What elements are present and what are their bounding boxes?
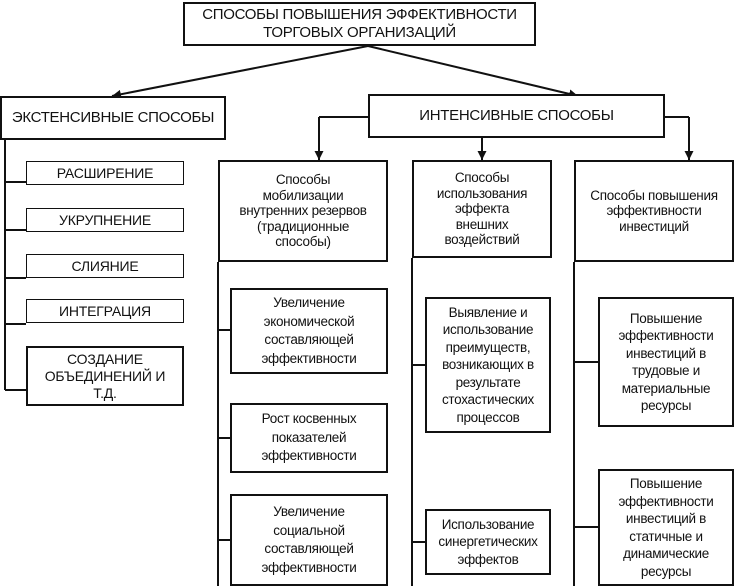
category-item-box: Повышение эффективности инвестиций в тру… (598, 297, 734, 427)
intensive-header-box: ИНТЕНСИВНЫЕ СПОСОБЫ (368, 94, 665, 138)
extensive-header-text: ЭКСТЕНСИВНЫЕ СПОСОБЫ (11, 109, 215, 126)
category-item-text: Повышение эффективности инвестиций в ста… (618, 476, 714, 579)
extensive-item-box: СЛИЯНИЕ (26, 254, 184, 278)
extensive-item-box: ИНТЕГРАЦИЯ (26, 299, 184, 323)
category-label: Способы мобилизации внутренних резервов … (239, 172, 367, 250)
arrow-title-to-intensive (367, 45, 579, 99)
category-item-text: Использование синергетических эффектов (438, 516, 538, 567)
category-box: Способы использования эффекта внешних во… (412, 160, 552, 258)
extensive-item-text: СЛИЯНИЕ (71, 257, 139, 274)
category-item-text: Выявление и использование преимуществ, в… (441, 304, 534, 425)
arrow-title-to-extensive (111, 45, 369, 99)
category-item-box: Повышение эффективности инвестиций в ста… (598, 469, 734, 586)
extensive-item-box: УКРУПНЕНИЕ (26, 208, 184, 232)
category-item-box: Увеличение социальной составляющей эффек… (230, 494, 388, 586)
extensive-item-box: СОЗДАНИЕ ОБЪЕДИНЕНИЙ И Т.Д. (26, 346, 184, 406)
extensive-item-text: СОЗДАНИЕ ОБЪЕДИНЕНИЙ И Т.Д. (44, 350, 166, 401)
category-item-text: Рост косвенных показателей эффективности (261, 411, 357, 464)
extensive-item-text: ИНТЕГРАЦИЯ (59, 302, 151, 319)
category-item-text: Увеличение социальной составляющей эффек… (261, 504, 357, 575)
extensive-header-box: ЭКСТЕНСИВНЫЕ СПОСОБЫ (0, 96, 226, 140)
category-box: Способы повышения эффективности инвестиц… (574, 160, 734, 262)
title-text: СПОСОБЫ ПОВЫШЕНИЯ ЭФФЕКТИВНОСТИ ТОРГОВЫХ… (202, 6, 517, 41)
extensive-item-box: РАСШИРЕНИЕ (26, 161, 184, 185)
category-item-text: Повышение эффективности инвестиций в тру… (618, 310, 714, 414)
extensive-item-text: РАСШИРЕНИЕ (56, 164, 154, 181)
category-item-box: Выявление и использование преимуществ, в… (425, 297, 551, 433)
category-item-text: Увеличение экономической составляющей эф… (261, 295, 357, 366)
intensive-header-text: ИНТЕНСИВНЫЕ СПОСОБЫ (419, 107, 614, 124)
title-box: СПОСОБЫ ПОВЫШЕНИЯ ЭФФЕКТИВНОСТИ ТОРГОВЫХ… (183, 2, 536, 46)
category-item-box: Рост косвенных показателей эффективности (230, 403, 388, 473)
category-label: Способы повышения эффективности инвестиц… (590, 187, 718, 234)
category-item-box: Увеличение экономической составляющей эф… (230, 288, 388, 374)
category-item-box: Использование синергетических эффектов (425, 509, 551, 575)
extensive-item-text: УКРУПНЕНИЕ (59, 211, 151, 228)
category-label: Способы использования эффекта внешних во… (436, 170, 528, 248)
category-box: Способы мобилизации внутренних резервов … (218, 160, 388, 262)
